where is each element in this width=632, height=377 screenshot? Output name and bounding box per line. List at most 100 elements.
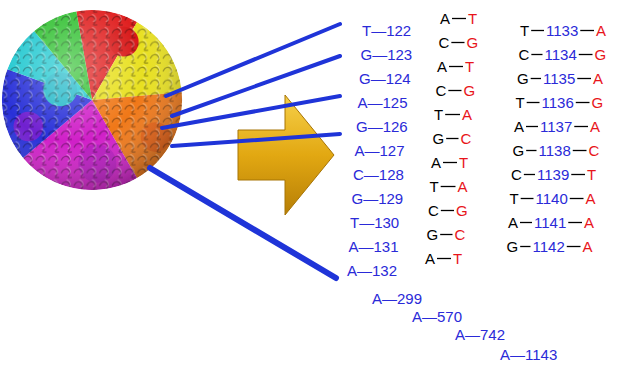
base-position: T—122	[362, 22, 411, 39]
base-position: C—128	[353, 166, 404, 183]
base-position: A—127	[355, 142, 405, 159]
bond-dash	[449, 66, 463, 67]
bond-dash	[580, 30, 594, 31]
bond-dash	[573, 150, 587, 151]
bond-dash	[443, 162, 457, 163]
base-letter: A	[593, 70, 603, 87]
base-letter: T	[434, 106, 443, 123]
bond-dash	[526, 150, 536, 151]
position-number: 1142	[533, 238, 565, 255]
base-position: A—131	[349, 238, 399, 255]
base-letter: T	[468, 10, 477, 27]
base-position: G—124	[359, 70, 411, 87]
base-letter: C	[511, 166, 522, 183]
base-letter: A	[586, 190, 596, 207]
position-number: 1137	[540, 118, 572, 135]
base-position: A—742	[455, 326, 505, 343]
bond-dash	[567, 246, 581, 247]
base-position: A—125	[358, 94, 408, 111]
base-letter: C	[461, 130, 472, 147]
position-number: 1139	[537, 166, 569, 183]
base-letter: G	[433, 130, 445, 147]
base-letter: A	[584, 214, 594, 231]
base-letter: C	[428, 202, 439, 219]
base-letter: A	[462, 106, 472, 123]
bond-dash	[531, 30, 544, 31]
base-letter: C	[436, 82, 447, 99]
position-number: 1138	[539, 142, 571, 159]
base-letter: T	[465, 58, 474, 75]
base-letter: C	[439, 34, 450, 51]
base-letter: G	[456, 202, 468, 219]
bond-dash	[579, 54, 593, 55]
base-letter: A	[437, 58, 447, 75]
bond-dash	[571, 174, 585, 175]
bond-dash	[520, 222, 532, 223]
base-letter: C	[519, 46, 530, 63]
position-number: 1141	[534, 214, 566, 231]
bond-dash	[452, 18, 466, 19]
bond-dash	[576, 102, 590, 103]
bond-dash	[441, 186, 456, 187]
leader-lines	[150, 24, 340, 278]
position-number: 1140	[536, 190, 568, 207]
bond-dash	[527, 102, 540, 103]
bond-dash	[445, 114, 460, 115]
base-position: G—123	[361, 46, 413, 63]
bond-dash	[446, 138, 458, 139]
position-number: 1136	[542, 94, 574, 111]
bond-dash	[440, 234, 452, 235]
base-letter: A	[440, 10, 450, 27]
bond-dash	[441, 210, 454, 211]
base-letter: T	[587, 166, 596, 183]
bond-dash	[520, 246, 530, 247]
base-letter: A	[514, 118, 524, 135]
base-letter: T	[520, 22, 529, 39]
position-number: 1133	[546, 22, 578, 39]
bond-dash	[570, 198, 584, 199]
bond-dash	[524, 174, 535, 175]
base-letter: A	[583, 238, 593, 255]
base-position: G—129	[352, 190, 404, 207]
position-number: 1134	[545, 46, 577, 63]
base-position: G—126	[356, 118, 408, 135]
bond-dash	[451, 42, 464, 43]
bond-dash	[526, 126, 538, 127]
base-position: A—132	[347, 262, 397, 279]
bond-dash	[531, 78, 541, 79]
bond-dash	[448, 90, 461, 91]
base-position: A—299	[372, 290, 422, 307]
base-letter: A	[458, 178, 468, 195]
base-letter: C	[455, 226, 466, 243]
base-position: T—130	[350, 214, 399, 231]
bond-dash	[577, 78, 591, 79]
bond-dash	[521, 198, 534, 199]
base-letter: T	[430, 178, 439, 195]
base-letter: T	[516, 94, 525, 111]
base-letter: G	[464, 82, 476, 99]
base-letter: A	[425, 250, 435, 267]
position-number: 1135	[543, 70, 575, 87]
bond-dash	[568, 222, 582, 223]
base-letter: T	[510, 190, 519, 207]
base-letter: G	[517, 70, 529, 87]
base-letter: G	[467, 34, 479, 51]
chromatin-sphere	[0, 0, 209, 201]
base-letter: G	[513, 142, 525, 159]
base-letter: A	[431, 154, 441, 171]
bond-dash	[437, 258, 451, 259]
base-letter: G	[507, 238, 519, 255]
base-letter: A	[508, 214, 518, 231]
base-letter: G	[427, 226, 439, 243]
base-letter: G	[595, 46, 607, 63]
base-letter: A	[596, 22, 606, 39]
base-letter: A	[590, 118, 600, 135]
base-letter: G	[592, 94, 604, 111]
base-letter: T	[459, 154, 468, 171]
base-letter: T	[453, 250, 462, 267]
base-position: A—1143	[500, 346, 557, 363]
bond-dash	[531, 54, 542, 55]
base-letter: C	[589, 142, 600, 159]
